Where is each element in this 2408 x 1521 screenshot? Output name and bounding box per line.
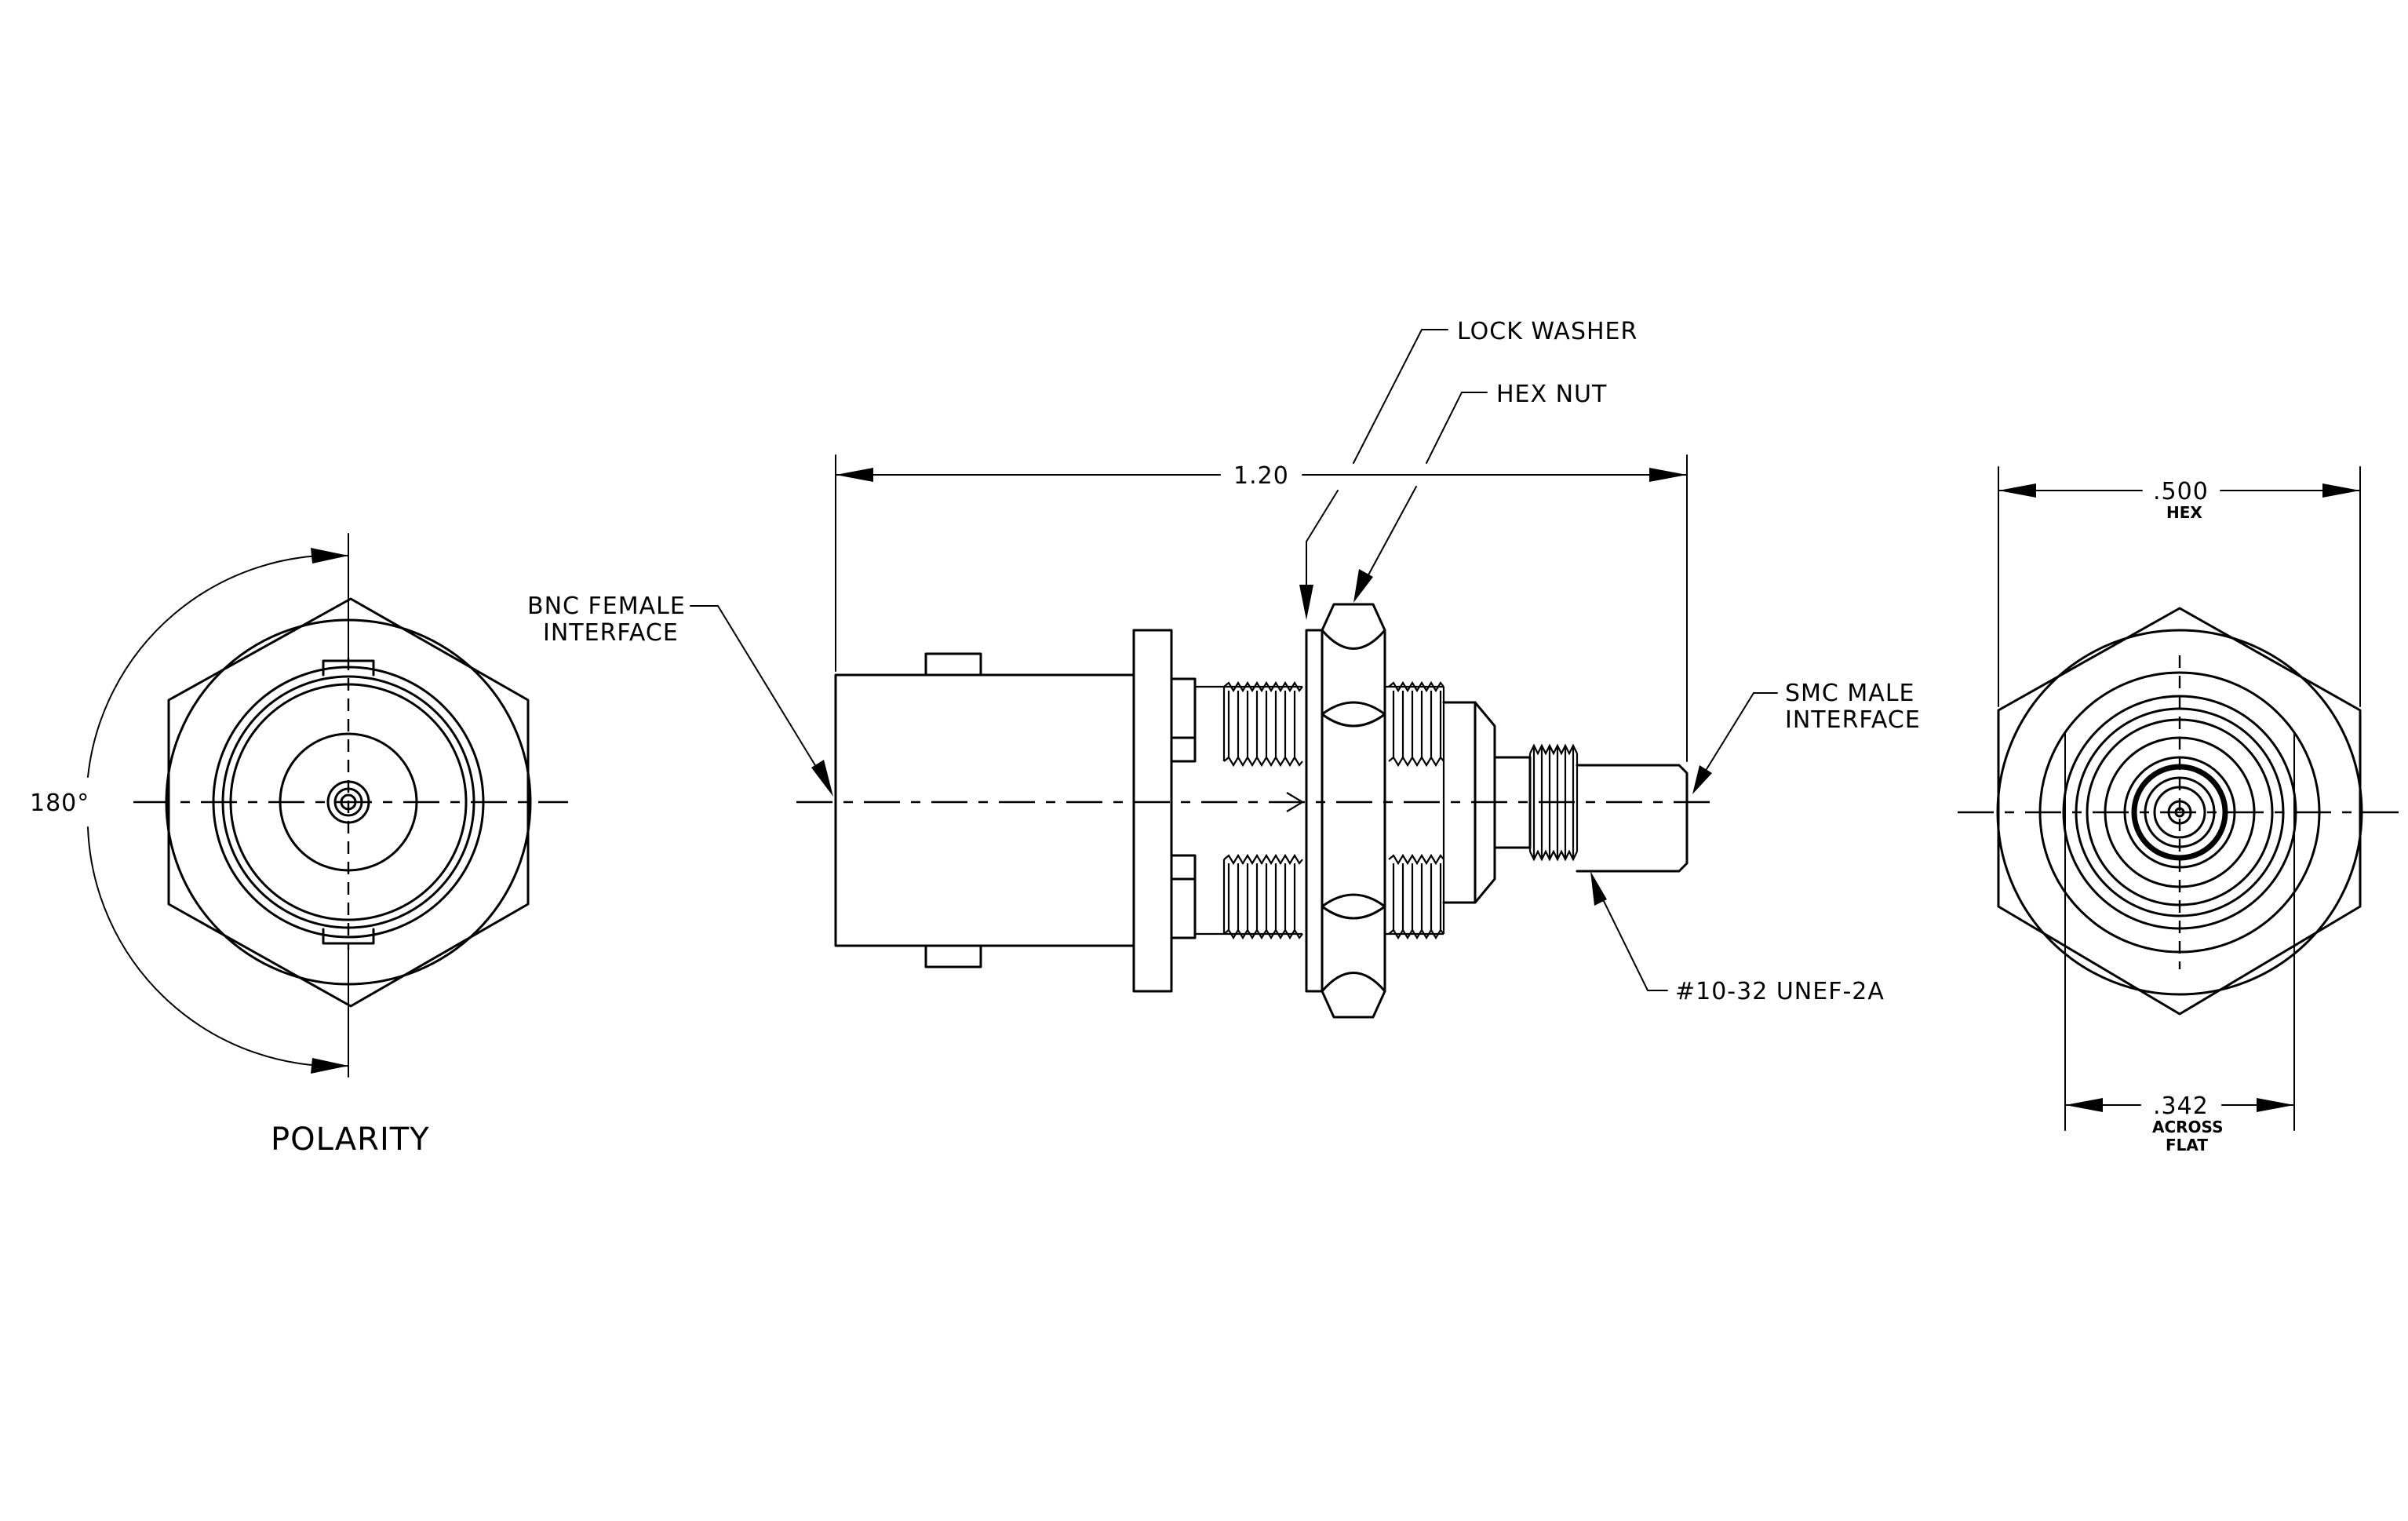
hex-dim-arrow-right [2322, 483, 2360, 498]
hex-nut [1321, 603, 1386, 1019]
lock-washer-label: LOCK WASHER [1457, 318, 1638, 345]
front-angle-arc-upper [87, 554, 349, 778]
flat-dim-arrow-left [2065, 1098, 2103, 1112]
thread-leader [1600, 894, 1668, 991]
flat-note-line2: FLAT [2166, 1136, 2208, 1154]
front-view: 180° POLARITY [30, 533, 568, 1158]
smc-pin [1576, 764, 1689, 873]
polarity-caption: POLARITY [271, 1122, 430, 1158]
smc-label-line1: SMC MALE [1785, 680, 1915, 707]
angle-label: 180° [30, 790, 89, 817]
bnc-label-line2: INTERFACE [543, 619, 679, 647]
dim-arrow-right [1649, 468, 1687, 482]
smc-label-line2: INTERFACE [1785, 706, 1921, 734]
bnc-label-line1: BNC FEMALE [527, 593, 686, 620]
hex-dimension: .500 [2153, 478, 2209, 505]
flat-dim-arrow-right [2257, 1098, 2294, 1112]
flat-dimension: .342 [2153, 1092, 2209, 1120]
hex-dim-arrow-left [1998, 483, 2036, 498]
end-outer-circle [1996, 629, 2363, 996]
thread-right [1385, 680, 1445, 940]
bnc-body [834, 673, 1135, 947]
thread-arrow [1590, 871, 1607, 906]
bnc-leader [690, 605, 821, 774]
flange-step-bottom [1170, 854, 1197, 939]
thread-label: #10-32 UNEF-2A [1675, 978, 1885, 1005]
hex-nut-leader-1 [1426, 392, 1488, 464]
hex-nut-leader-2 [1364, 486, 1417, 582]
mounting-flange [1132, 629, 1173, 993]
front-angle-arc-lower [87, 826, 349, 1067]
lock-washer-leader-2 [1306, 490, 1339, 589]
bnc-stud-top [924, 652, 982, 677]
lock-washer [1305, 629, 1324, 993]
smc-arrow [1692, 765, 1712, 794]
bnc-stud-bottom [924, 944, 982, 968]
front-angle-arrow-bottom [311, 1058, 348, 1074]
hex-dimension-note: HEX [2166, 503, 2202, 522]
smc-leader [1703, 692, 1778, 774]
lock-washer-leader-1 [1353, 329, 1448, 464]
dim-arrow-left [836, 468, 873, 482]
thread-left [1195, 680, 1305, 940]
flat-note-line1: ACROSS [2152, 1118, 2223, 1136]
lock-washer-arrow [1299, 585, 1313, 620]
end-view: .500 HEX .342 ACROSS FLAT [1958, 466, 2401, 1154]
hex-nut-arrow [1353, 569, 1373, 603]
front-angle-arrow-top [311, 548, 348, 564]
end-hex-outline [1997, 607, 2362, 1016]
side-view: 1.20 LOCK WASHER HEX NUT BNC FEMALE INTE… [527, 318, 1921, 1019]
hex-nut-label: HEX NUT [1496, 381, 1607, 408]
bnc-arrow [811, 760, 833, 797]
length-dimension: 1.20 [1233, 462, 1289, 490]
front-hex-outline [167, 597, 530, 1008]
flange-step-top [1170, 677, 1197, 763]
